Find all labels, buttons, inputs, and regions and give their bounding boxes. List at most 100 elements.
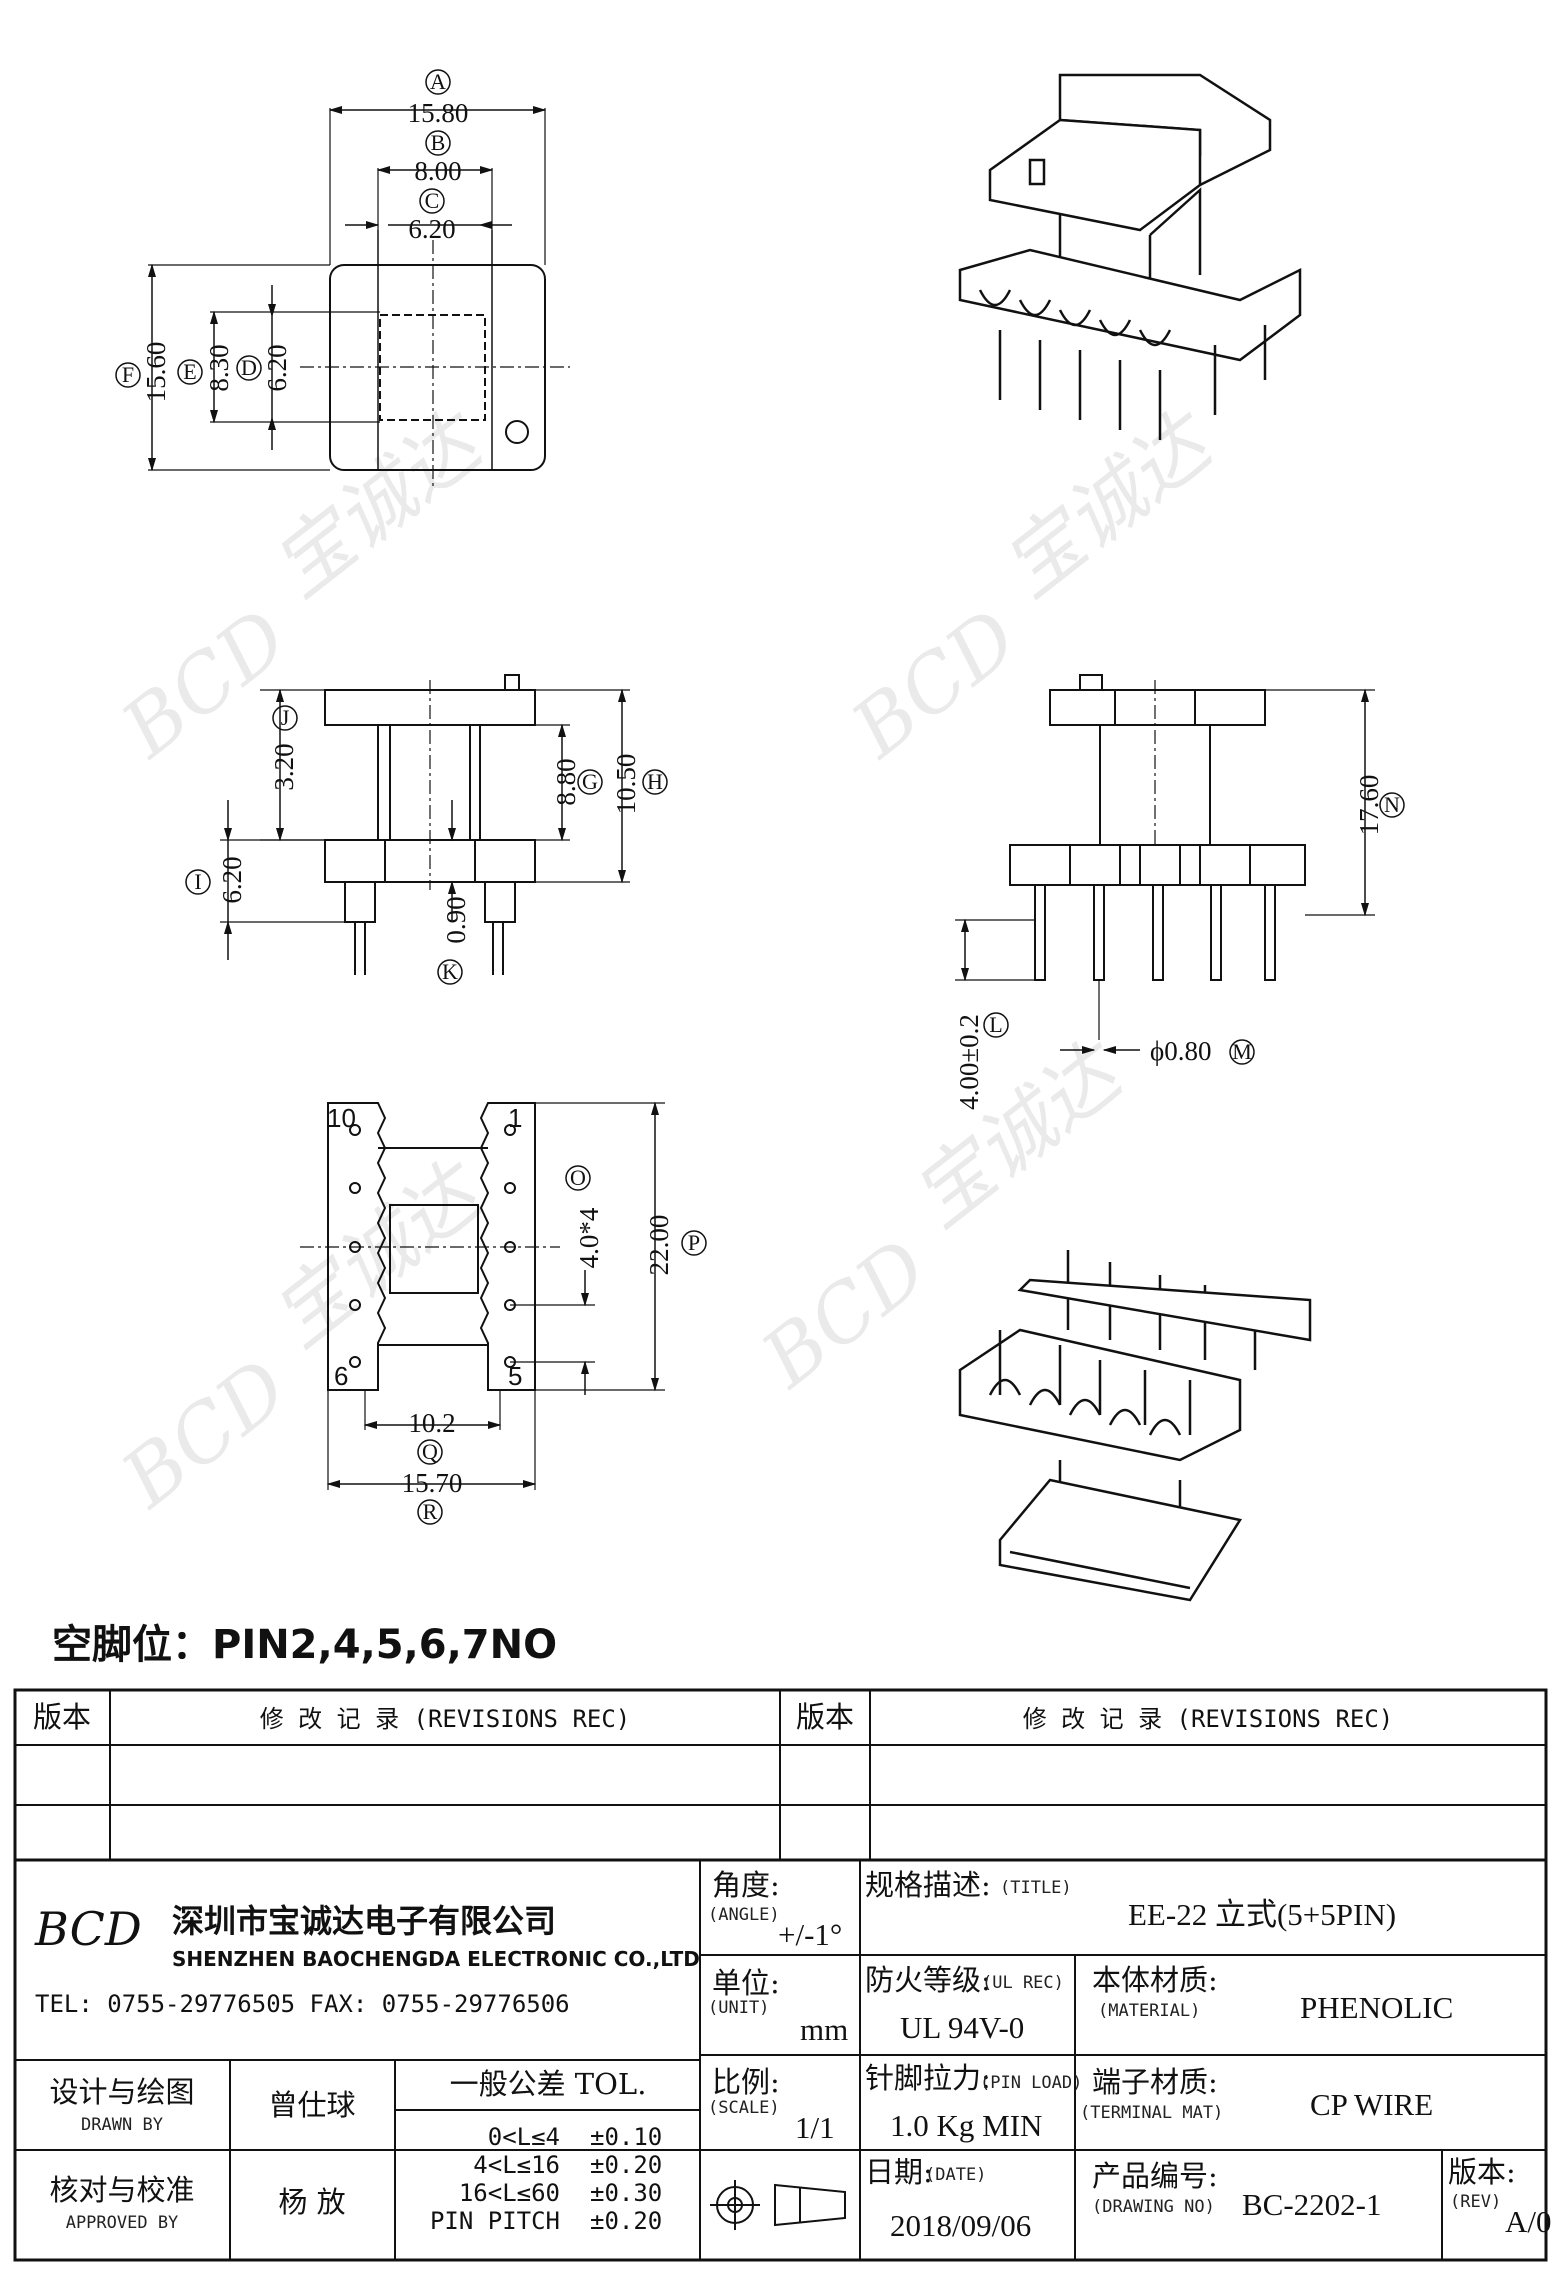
tolerance-value: ±0.30 xyxy=(590,2179,662,2207)
material-label: 本体材质: xyxy=(1092,1963,1218,1997)
dim-h-value: 10.50 xyxy=(611,754,641,815)
company-name-en: SHENZHEN BAOCHENGDA ELECTRONIC CO.,LTD xyxy=(172,1947,700,1971)
angle-label-en: (ANGLE) xyxy=(708,1905,780,1925)
balloon-b-label: B xyxy=(431,130,446,155)
material-value: PHENOLIC xyxy=(1300,1990,1453,2025)
company-tel-fax: TEL: 0755-29776505 FAX: 0755-29776506 xyxy=(35,1990,570,2018)
side-top-flange xyxy=(1049,689,1266,726)
unit-value: mm xyxy=(800,2012,848,2047)
balloon-o xyxy=(565,1165,591,1191)
tolerance-value: ±0.20 xyxy=(590,2151,662,2179)
dim-p-value: 22.00 xyxy=(644,1215,674,1276)
material-label-en: (MATERIAL) xyxy=(1098,2001,1200,2021)
dim-e-value: 8.30 xyxy=(204,344,234,391)
dim-c-value: 6.20 xyxy=(408,214,455,244)
drawing-label-en: (DRAWING NO) xyxy=(1092,2197,1215,2217)
balloon-c xyxy=(419,188,445,214)
balloon-p xyxy=(681,1230,707,1256)
date-label: 日期: xyxy=(865,2155,933,2189)
pin1-marker-hole xyxy=(505,420,529,444)
unit-label-en: (UNIT) xyxy=(708,1998,769,2018)
balloon-h-label: H xyxy=(647,769,663,794)
scale-label-en: (SCALE) xyxy=(708,2098,780,2118)
date-value: 2018/09/06 xyxy=(890,2208,1031,2243)
top-view xyxy=(147,105,570,490)
rev-header-right: 版本 xyxy=(796,1700,854,1734)
terminal-label-en: (TERMINAL MAT) xyxy=(1080,2103,1223,2123)
drawn-label-en: DRAWN BY xyxy=(81,2115,163,2135)
approved-label: 核对与校准 xyxy=(49,2173,194,2207)
balloon-f-label: F xyxy=(122,362,134,387)
title-value: EE-22 立式(5+5PIN) xyxy=(1128,1897,1396,1932)
balloon-l xyxy=(983,1012,1009,1038)
tolerance-header: 一般公差 TOL. xyxy=(450,2067,647,2101)
side-base-flange xyxy=(1009,844,1306,886)
balloon-m xyxy=(1229,1039,1255,1065)
fire-value: UL 94V-0 xyxy=(900,2010,1024,2045)
bottom-left-rail xyxy=(327,1102,387,1391)
watermark-brand: BCD xyxy=(745,1223,945,1407)
tolerance-range: 4<L≤16 xyxy=(473,2151,560,2179)
terminal-value: CP WIRE xyxy=(1310,2087,1433,2122)
approved-value: 杨 放 xyxy=(278,2185,345,2219)
title-label-en: (TITLE) xyxy=(1000,1878,1072,1898)
pin-label-5: 5 xyxy=(508,1361,522,1391)
rec-header-right: 修 改 记 录 (REVISIONS REC) xyxy=(1023,1705,1394,1733)
rev-value: A/0 xyxy=(1505,2204,1552,2239)
tolerance-range: 0<L≤4 xyxy=(488,2123,560,2151)
balloon-i-label: I xyxy=(194,869,201,894)
dim-l-value: 4.00±0.2 xyxy=(954,1014,984,1110)
dim-j-value: 3.20 xyxy=(269,743,299,790)
balloon-j xyxy=(272,705,298,731)
balloon-c-label: C xyxy=(425,188,440,213)
pin-label-1: 1 xyxy=(508,1103,522,1133)
title-block xyxy=(13,1688,1548,2262)
watermark-chars: 宝诚达 xyxy=(986,394,1233,615)
dim-m-value: ϕ0.80 xyxy=(1150,1036,1211,1066)
pinload-label-en: (PIN LOAD) xyxy=(980,2073,1082,2093)
balloon-r-label: R xyxy=(423,1499,438,1524)
dim-q-value: 10.2 xyxy=(408,1408,455,1438)
fire-label-en: (UL REC) xyxy=(982,1973,1064,1993)
balloon-m-label: M xyxy=(1232,1039,1252,1064)
angle-value: +/-1° xyxy=(778,1917,842,1952)
dim-i-value: 6.20 xyxy=(217,856,247,903)
tolerance-value: ±0.20 xyxy=(590,2207,662,2235)
balloon-i xyxy=(185,869,211,895)
dim-d-value: 6.20 xyxy=(262,344,292,391)
balloon-l-label: L xyxy=(989,1012,1002,1037)
fire-label: 防火等级: xyxy=(865,1963,991,1997)
balloon-g xyxy=(577,769,603,795)
drawing-label: 产品编号: xyxy=(1092,2159,1218,2193)
rev-label: 版本: xyxy=(1448,2155,1516,2189)
terminal-label: 端子材质: xyxy=(1092,2065,1218,2099)
watermark-chars: 宝诚达 xyxy=(896,1024,1143,1245)
watermark-chars: 宝诚达 xyxy=(256,394,503,615)
rev-label-en: (REV) xyxy=(1450,2192,1501,2212)
pin-label-10: 10 xyxy=(327,1103,356,1133)
company-logo: BCD xyxy=(34,1902,142,1956)
front-view xyxy=(220,674,630,975)
title-label: 规格描述: xyxy=(865,1868,991,1902)
date-label-en: (DATE) xyxy=(925,2165,986,2185)
balloon-p-label: P xyxy=(688,1230,700,1255)
balloon-f xyxy=(115,362,141,388)
balloon-n xyxy=(1379,792,1405,818)
pinload-label: 针脚拉力: xyxy=(865,2061,991,2095)
balloon-b xyxy=(425,130,451,156)
angle-label: 角度: xyxy=(712,1868,780,1902)
balloon-q-label: Q xyxy=(422,1439,438,1464)
dim-r-value: 15.70 xyxy=(402,1468,463,1498)
bottom-view xyxy=(300,1101,665,1490)
balloon-a xyxy=(425,69,451,95)
rev-header-left: 版本 xyxy=(33,1700,91,1734)
dim-o-value: 4.0*4 xyxy=(574,1207,604,1268)
tolerance-value: ±0.10 xyxy=(590,2123,662,2151)
drawn-label: 设计与绘图 xyxy=(49,2075,194,2109)
balloon-o-label: O xyxy=(570,1165,586,1190)
balloon-r xyxy=(417,1499,443,1525)
rec-header-left: 修 改 记 录 (REVISIONS REC) xyxy=(260,1705,631,1733)
side-view xyxy=(955,674,1375,1055)
dim-a-value: 15.80 xyxy=(408,98,469,128)
